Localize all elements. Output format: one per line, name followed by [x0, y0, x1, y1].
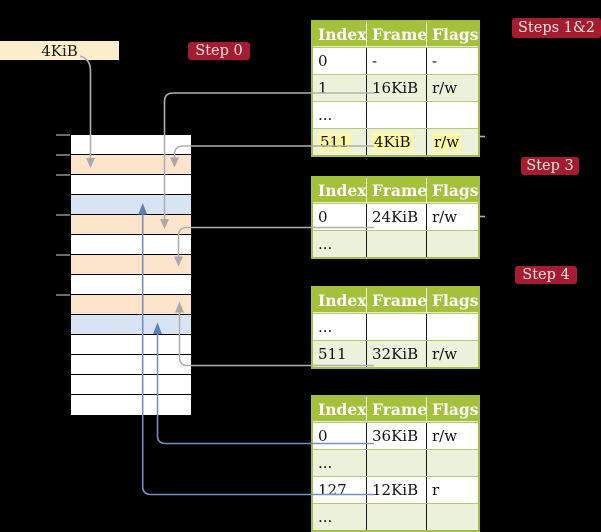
cell-frame: 36KiB: [367, 423, 427, 449]
physical-memory-column: [70, 134, 192, 416]
step-0-badge: Step 0: [188, 42, 250, 60]
cell-index: ...: [313, 314, 367, 340]
step-0-text: Step 0: [195, 43, 243, 59]
page-table-step-3: Index Frame Flags 0 24KiB r/w ...: [311, 176, 480, 259]
cell-index: 0: [313, 204, 367, 230]
cell-frame: [367, 504, 427, 530]
column-header-frame: Frame: [367, 288, 427, 312]
cell-frame: 16KiB: [367, 75, 427, 101]
table-row: 0 - -: [313, 47, 478, 74]
memory-frame: [71, 175, 191, 195]
cell-flags: [427, 314, 478, 340]
cell-flags: [427, 504, 478, 530]
cell-frame: 24KiB: [367, 204, 427, 230]
memory-frame: [71, 275, 191, 295]
table-row: ...: [313, 230, 478, 257]
address-ticks: [56, 134, 70, 296]
table-row: ...: [313, 313, 478, 340]
table-row: ...: [313, 503, 478, 530]
cell-index: 511: [313, 129, 367, 155]
cell-flags: [427, 102, 478, 128]
cell-frame: 4KiB: [367, 129, 427, 155]
page-table-step-4: Index Frame Flags ... 511 32KiB r/w: [311, 286, 480, 369]
cell-frame: 12KiB: [367, 477, 427, 503]
frame-address-label: 4KiB: [0, 41, 119, 60]
frame-address-text: 4KiB: [41, 41, 78, 60]
table-row: 0 24KiB r/w: [313, 203, 478, 230]
memory-frame: [71, 335, 191, 355]
step-3-badge: Step 3: [521, 157, 579, 175]
steps-1-2-badge: Steps 1&2: [512, 18, 601, 38]
table-row: 511 32KiB r/w: [313, 340, 478, 367]
memory-frame: [71, 135, 191, 155]
column-header-index: Index: [313, 178, 367, 202]
memory-frame: [71, 395, 191, 415]
cell-flags: [427, 231, 478, 257]
cell-frame: [367, 102, 427, 128]
column-header-index: Index: [313, 397, 367, 421]
cell-flags: r/w: [432, 345, 458, 363]
step-3-text: Step 3: [526, 158, 574, 174]
column-header-frame: Frame: [367, 22, 427, 46]
table-row: 0 36KiB r/w: [313, 422, 478, 449]
page-table-steps-1-2: Index Frame Flags 0 - - 1 16KiB r/w ... …: [311, 20, 480, 157]
cell-frame: [367, 231, 427, 257]
memory-frame: [71, 315, 191, 335]
cell-index: 127: [313, 477, 367, 503]
table-row: 1 16KiB r/w: [313, 74, 478, 101]
cell-frame: 32KiB: [367, 341, 427, 367]
table-header-row: Index Frame Flags: [313, 397, 479, 422]
memory-frame: [71, 215, 191, 235]
memory-frame: [71, 255, 191, 275]
cell-flags: -: [432, 52, 438, 70]
column-header-index: Index: [313, 22, 367, 46]
cell-index: ...: [313, 504, 367, 530]
column-header-flags: Flags: [432, 399, 479, 419]
table-row: ...: [313, 449, 478, 476]
memory-frame: [71, 155, 191, 175]
column-header-frame: Frame: [367, 397, 427, 421]
memory-frame: [71, 295, 191, 315]
memory-frame: [71, 195, 191, 215]
table-row: 127 12KiB r: [313, 476, 478, 503]
column-header-flags: Flags: [432, 290, 479, 310]
step-4-badge: Step 4: [515, 266, 577, 284]
page-table-final-level: Index Frame Flags 0 36KiB r/w ... 127 12…: [311, 395, 480, 532]
cell-index: ...: [313, 231, 367, 257]
memory-frame: [71, 375, 191, 395]
cell-flags: r/w: [432, 427, 458, 445]
cell-index: 1: [313, 75, 367, 101]
cell-flags: r: [432, 481, 440, 499]
memory-frame: [71, 235, 191, 255]
cell-flags: [427, 450, 478, 476]
column-header-frame: Frame: [367, 178, 427, 202]
steps-1-2-text: Steps 1&2: [517, 20, 596, 36]
cell-frame: -: [367, 48, 427, 74]
cell-flags: r/w: [432, 133, 462, 151]
table-header-row: Index Frame Flags: [313, 288, 479, 313]
cell-frame: [367, 314, 427, 340]
column-header-index: Index: [313, 288, 367, 312]
cell-flags: r/w: [432, 79, 458, 97]
cell-index: ...: [313, 102, 367, 128]
table-row-highlighted: 511 4KiB r/w: [313, 128, 478, 155]
memory-frame: [71, 355, 191, 375]
step-4-text: Step 4: [522, 267, 570, 283]
cell-index: 0: [313, 48, 367, 74]
cell-index: 0: [313, 423, 367, 449]
table-row: ...: [313, 101, 478, 128]
cell-index: ...: [313, 450, 367, 476]
cell-frame: [367, 450, 427, 476]
column-header-flags: Flags: [432, 24, 479, 44]
column-header-flags: Flags: [432, 180, 479, 200]
table-header-row: Index Frame Flags: [313, 22, 479, 47]
cell-index: 511: [313, 341, 367, 367]
cell-flags: r/w: [432, 208, 458, 226]
table-header-row: Index Frame Flags: [313, 178, 479, 203]
